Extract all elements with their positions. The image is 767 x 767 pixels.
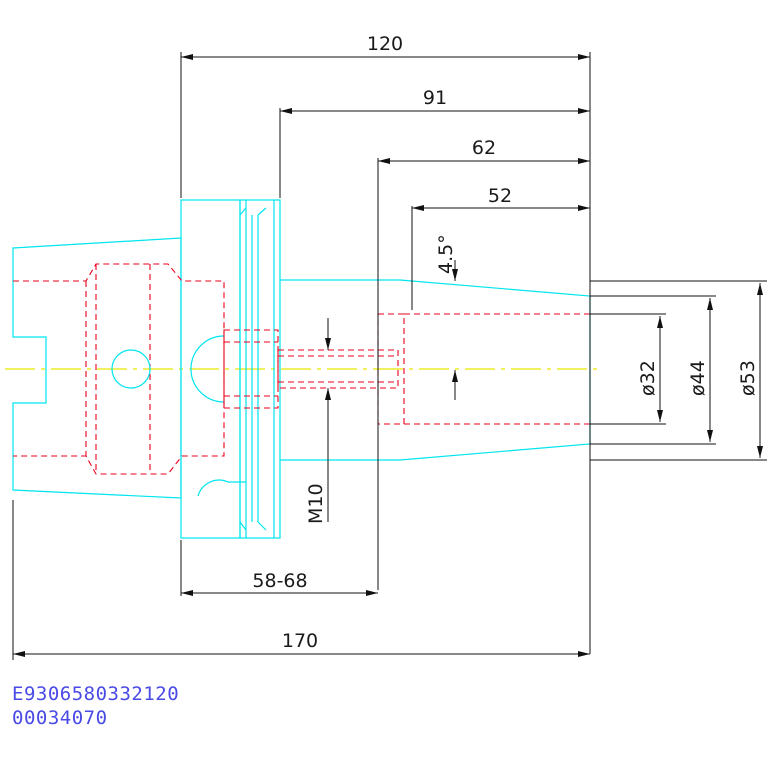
pin-hole	[111, 349, 151, 389]
dim-dia44: ø44	[687, 360, 709, 396]
dim-91: 91	[423, 87, 447, 109]
dim-angle: 4.5°	[435, 234, 457, 274]
dim-m10: M10	[305, 483, 327, 524]
part-codes: E9306580332120 00034070	[12, 682, 179, 730]
ref-number: 00034070	[12, 707, 108, 729]
dimension-lines	[12, 52, 767, 660]
dim-dia32: ø32	[637, 360, 659, 396]
dim-62: 62	[472, 137, 496, 159]
dim-120: 120	[367, 33, 403, 55]
dim-dia53: ø53	[737, 360, 759, 396]
dim-170: 170	[282, 630, 318, 652]
dim-58-68: 58-68	[252, 570, 307, 592]
dim-52: 52	[488, 185, 512, 207]
part-number: E9306580332120	[12, 683, 180, 705]
